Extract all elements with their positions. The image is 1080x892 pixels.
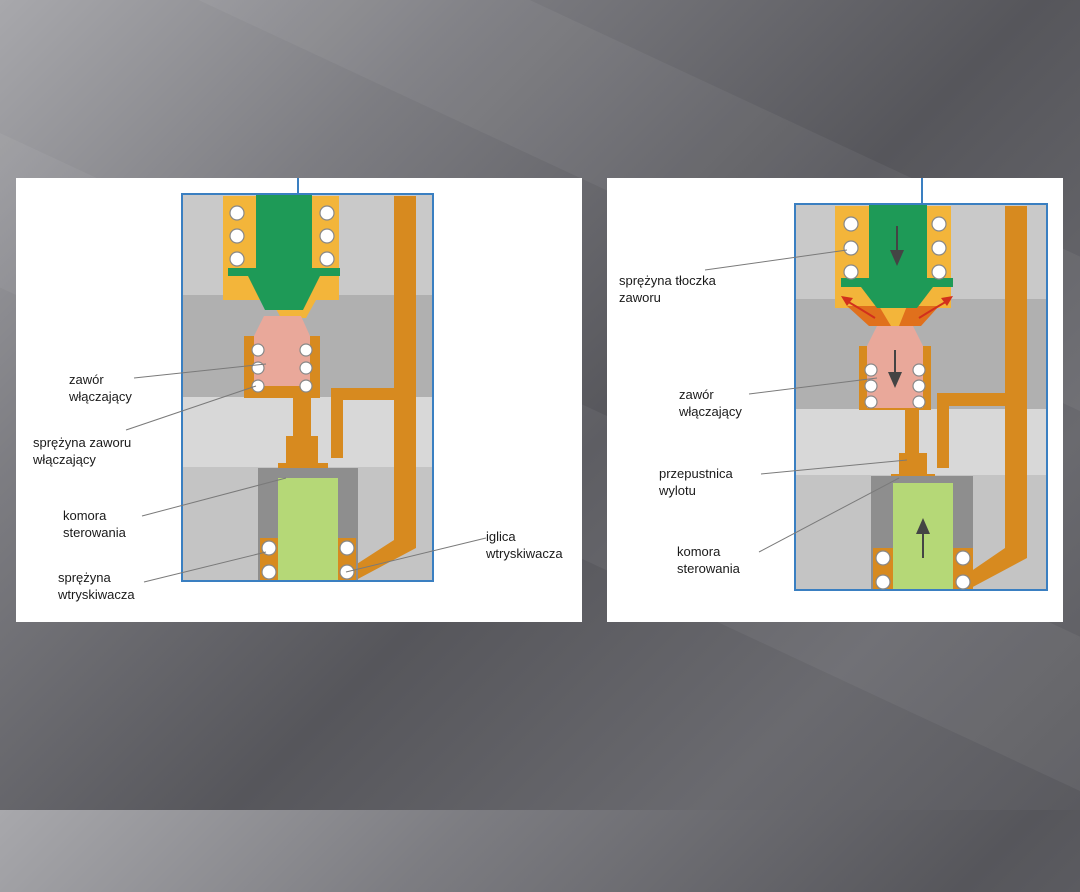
label-komora-sterowania: komora sterowania bbox=[63, 508, 126, 540]
label-komora-sterowania-right: komora sterowania bbox=[677, 544, 740, 576]
label-zawor-wlaczajacy-right: zawór włączający bbox=[679, 387, 742, 419]
left-injector-diagram bbox=[125, 178, 487, 583]
label-przepustnica-wylotu: przepustnica wylotu bbox=[659, 466, 733, 498]
label-zawor-wlaczajacy: zawór włączający bbox=[69, 372, 132, 404]
label-sprezyna-zaworu: sprężyna zaworu włączający bbox=[33, 435, 132, 467]
right-injector-diagram bbox=[704, 178, 1048, 591]
label-sprezyna-wtryskiwacza: sprężyna wtryskiwacza bbox=[58, 570, 135, 602]
left-diagram-panel: zawór włączający sprężyna zaworu włączaj… bbox=[16, 178, 582, 622]
label-sprezyna-tloczka: sprężyna tłoczka zaworu bbox=[619, 273, 716, 305]
right-diagram-panel: sprężyna tłoczka zaworu zawór włączający… bbox=[607, 178, 1063, 622]
label-iglica-wtryskiwacza: iglica wtryskiwacza bbox=[486, 529, 563, 561]
